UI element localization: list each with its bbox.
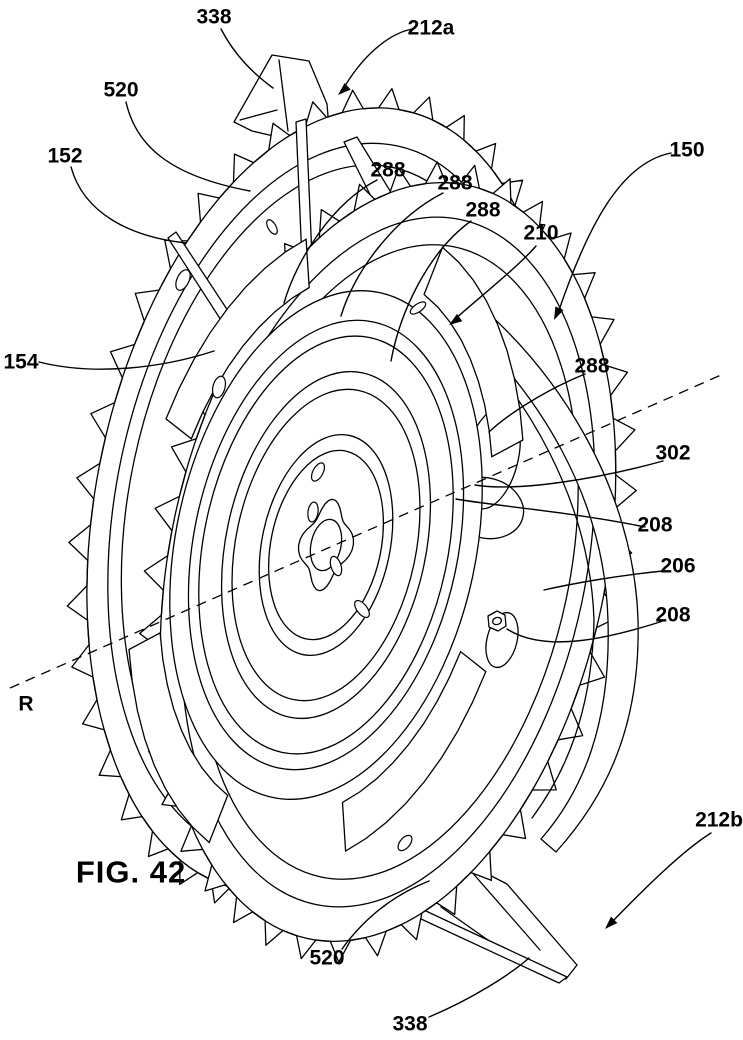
slot-hole	[329, 555, 343, 577]
leader-154	[38, 350, 215, 370]
leader-338-bottom	[428, 957, 530, 1018]
ref-label-288-c: 288	[465, 199, 500, 222]
arrow-head-212b	[605, 916, 618, 929]
hub-assembly	[128, 219, 524, 853]
hub-center-bore	[309, 518, 343, 572]
axis-label-r: R	[18, 693, 33, 716]
ref-label-154: 154	[3, 351, 38, 374]
leader-208-b	[506, 620, 664, 643]
ref-label-212b: 212b	[695, 809, 743, 832]
leader-152	[70, 166, 187, 244]
hub-ring-line	[198, 335, 454, 755]
slot-hole	[354, 599, 370, 619]
arrow-head-210	[449, 313, 463, 325]
arrow-head-150	[554, 306, 564, 320]
top-guard-fin-crease	[278, 59, 289, 132]
ref-label-208-a: 208	[637, 514, 672, 537]
slot-hole	[397, 834, 413, 852]
plate-window	[341, 650, 487, 853]
slot-hole	[211, 375, 227, 399]
front-tooth-root-line	[159, 182, 617, 942]
ref-label-212a: 212a	[408, 17, 455, 40]
ref-label-288-a: 288	[370, 159, 405, 182]
radial-axis-line	[9, 374, 722, 689]
figure-caption: FIG. 42	[76, 855, 186, 890]
arrow-head-212a	[338, 82, 351, 95]
ref-label-152: 152	[47, 145, 82, 168]
hub-ring-line	[220, 370, 432, 720]
ref-label-208-b: 208	[655, 604, 690, 627]
crank-spider-bore	[297, 498, 355, 592]
leader-338-top	[220, 28, 274, 89]
leader-288-c	[390, 220, 472, 362]
bolt-hex	[487, 610, 507, 632]
leader-288-b	[340, 192, 444, 317]
hub-ring-line	[187, 319, 465, 771]
hub-ring-line	[231, 388, 421, 702]
slot-hole	[175, 269, 191, 291]
slot-hole	[310, 462, 326, 482]
ref-label-150: 150	[669, 139, 704, 162]
slot-hole	[266, 219, 278, 235]
plate-window	[423, 246, 524, 458]
leader-288-a	[283, 179, 378, 304]
ref-label-338-top: 338	[196, 6, 231, 29]
guard-band	[451, 295, 639, 853]
top-guard-fin-crease2	[239, 109, 278, 121]
leader-520-bottom	[341, 880, 430, 950]
ref-label-206: 206	[660, 555, 695, 578]
plate-window	[128, 631, 229, 844]
slot-hole	[409, 301, 427, 315]
slot-hole	[307, 501, 319, 523]
ref-label-338-bottom: 338	[392, 1013, 427, 1036]
leader-302	[474, 460, 664, 488]
leader-520-top	[125, 101, 251, 192]
ref-label-520-top: 520	[103, 79, 138, 102]
leader-288-d	[488, 373, 586, 433]
leader-210	[453, 245, 537, 321]
leader-212a	[341, 28, 413, 92]
reference-labels: 338 212a 520 152 288 288 288 210 150 154…	[3, 6, 742, 1036]
leader-lines	[38, 28, 712, 1018]
bottom-guard-fin-crease	[469, 869, 541, 951]
ref-label-520-bottom: 520	[309, 947, 344, 970]
bolt-center	[491, 616, 503, 626]
ref-label-210: 210	[523, 222, 558, 245]
bottom-guard-fin	[440, 860, 578, 980]
leader-212b	[609, 832, 712, 925]
hub-ring-line	[258, 433, 394, 657]
hub-ring-line	[267, 449, 385, 641]
leader-206	[543, 570, 664, 591]
leader-150	[557, 152, 672, 314]
ref-label-302: 302	[655, 442, 690, 465]
ref-label-288-d: 288	[574, 355, 609, 378]
leader-208-a	[455, 498, 646, 528]
ref-label-288-b: 288	[437, 172, 472, 195]
